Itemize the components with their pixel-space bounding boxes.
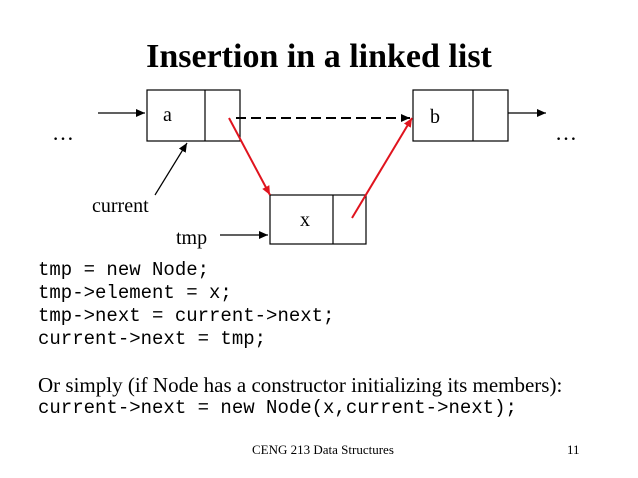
node-b: b [412,89,509,142]
current-pointer-arrow [154,142,188,196]
code-line-4: current->next = tmp; [38,328,267,350]
alternative-prose: Or simply (if Node has a constructor ini… [38,373,563,397]
new-link-a-to-x-arrow [228,117,271,196]
node-a-box [146,89,241,142]
node-a: a [146,89,241,142]
ellipsis-right: … [555,120,577,145]
node-x: x [269,194,367,245]
node-x-label: x [300,209,310,231]
code-line-1: tmp = new Node; [38,259,210,281]
node-b-box [412,89,509,142]
node-x-box [269,194,367,245]
node-b-label: b [430,106,440,128]
ellipsis-left: … [52,120,74,145]
new-link-x-to-b-arrow [351,117,413,219]
node-a-label: a [163,104,172,126]
code-line-3: tmp->next = current->next; [38,305,335,327]
current-label: current [92,195,149,217]
slide-title: Insertion in a linked list [146,38,492,75]
code-line-2: tmp->element = x; [38,282,232,304]
tmp-label: tmp [176,227,207,249]
footer-course: CENG 213 Data Structures [252,442,394,457]
page-number: 11 [567,442,580,457]
alternative-code: current->next = new Node(x,current->next… [38,397,517,419]
